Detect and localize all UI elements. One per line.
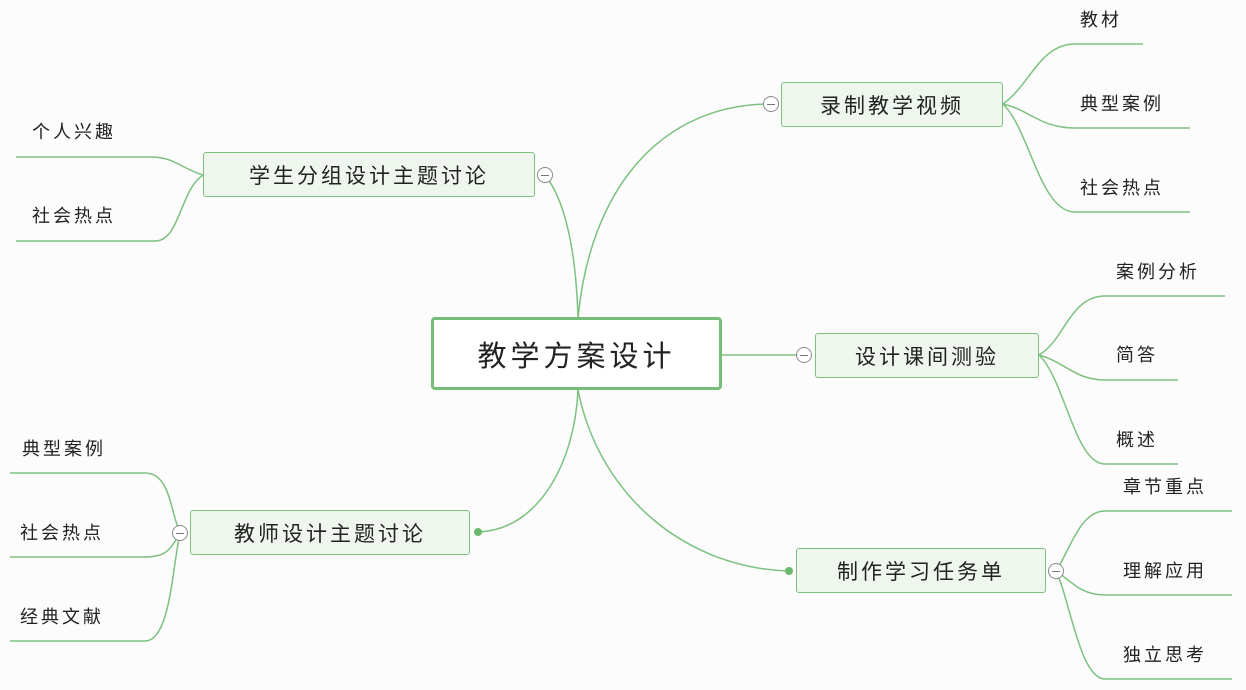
connector-record-leaf-2 [1002, 103, 1190, 129]
leaf-record-1[interactable]: 教材 [1080, 10, 1122, 31]
leaf-task-1[interactable]: 章节重点 [1123, 477, 1207, 498]
connector-dot [474, 528, 482, 536]
branch-teacher-label: 教师设计主题讨论 [234, 521, 426, 546]
connector-root-teacher [477, 389, 579, 533]
branch-task[interactable]: 制作学习任务单 [796, 548, 1046, 593]
branch-record-label: 录制教学视频 [820, 93, 964, 118]
collapse-icon[interactable] [537, 167, 553, 183]
connector-record-leaf-1 [1002, 43, 1143, 105]
leaf-teacher-2[interactable]: 社会热点 [20, 523, 104, 544]
collapse-icon[interactable] [763, 96, 779, 112]
connector-teacher-leaf-3 [10, 532, 181, 642]
connector-dot [785, 567, 793, 575]
leaf-record-3[interactable]: 社会热点 [1080, 178, 1164, 199]
leaf-record-2[interactable]: 典型案例 [1080, 94, 1164, 115]
leaf-student-2[interactable]: 社会热点 [32, 206, 116, 227]
leaf-quiz-1[interactable]: 案例分析 [1116, 262, 1200, 283]
leaf-task-3[interactable]: 独立思考 [1123, 645, 1207, 666]
collapse-icon[interactable] [796, 347, 812, 363]
connector-task-leaf-1 [1055, 510, 1232, 572]
leaf-student-1[interactable]: 个人兴趣 [32, 122, 116, 143]
leaf-teacher-1[interactable]: 典型案例 [22, 439, 106, 460]
root-label: 教学方案设计 [477, 338, 676, 373]
connector-quiz-leaf-1 [1038, 295, 1225, 356]
leaf-task-2[interactable]: 理解应用 [1123, 561, 1207, 582]
connector-student-leaf-1 [16, 156, 204, 176]
connector-root-student [544, 174, 579, 319]
branch-quiz-label: 设计课间测验 [855, 344, 999, 369]
collapse-icon[interactable] [1048, 563, 1064, 579]
collapse-icon[interactable] [172, 525, 188, 541]
connector-task-leaf-3 [1055, 570, 1232, 680]
connector-student-leaf-2 [16, 174, 204, 242]
connector-root-task [577, 389, 789, 572]
branch-teacher[interactable]: 教师设计主题讨论 [190, 510, 470, 555]
branch-quiz[interactable]: 设计课间测验 [815, 333, 1039, 378]
leaf-quiz-2[interactable]: 简答 [1116, 345, 1158, 366]
branch-task-label: 制作学习任务单 [837, 559, 1005, 584]
branch-student-label: 学生分组设计主题讨论 [249, 163, 489, 188]
connector-root-record [577, 103, 772, 319]
leaf-quiz-3[interactable]: 概述 [1116, 430, 1158, 451]
connector-teacher-leaf-1 [10, 472, 181, 534]
connector-record-leaf-3 [1002, 103, 1190, 213]
branch-student[interactable]: 学生分组设计主题讨论 [203, 152, 535, 197]
leaf-teacher-3[interactable]: 经典文献 [20, 607, 104, 628]
root-node[interactable]: 教学方案设计 [431, 317, 722, 390]
connector-quiz-leaf-2 [1038, 354, 1178, 381]
connector-quiz-leaf-3 [1038, 354, 1178, 465]
branch-record[interactable]: 录制教学视频 [781, 82, 1003, 127]
